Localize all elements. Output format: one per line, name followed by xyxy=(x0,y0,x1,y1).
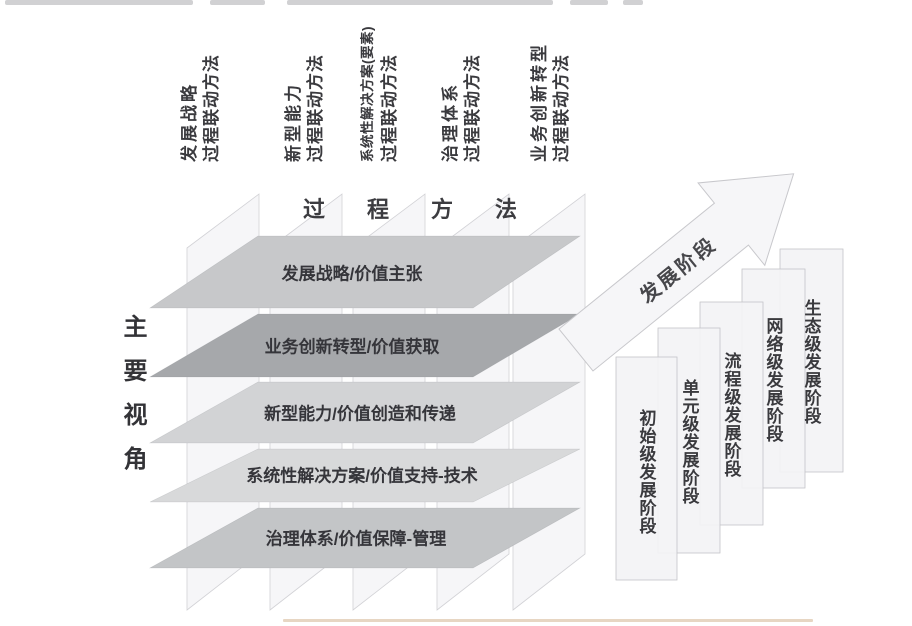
process-column-subtitle: 过程联动方法 xyxy=(306,54,325,162)
viewpoint-plane-5 xyxy=(148,507,582,569)
process-column-subtitle: 过程联动方法 xyxy=(380,54,399,162)
development-stage-arrow xyxy=(558,173,795,372)
plane-label-5: 治理体系/价值保障-管理 xyxy=(265,529,447,549)
process-column-title: 治理体系 xyxy=(441,82,460,162)
process-column-subtitle: 过程联动方法 xyxy=(202,54,221,162)
plane-label-2: 业务创新转型/价值获取 xyxy=(264,337,440,357)
process-column-title: 新型能力 xyxy=(284,82,303,162)
viewpoint-plane-4 xyxy=(149,448,581,503)
viewpoint-plane-2 xyxy=(148,313,582,378)
stage-bar-1 xyxy=(615,356,678,581)
viewpoint-plane-1 xyxy=(149,235,581,309)
process-sheet-5 xyxy=(512,193,586,611)
process-column-title: 业务创新转型 xyxy=(530,42,549,162)
cropped-text-remnant-top xyxy=(287,0,553,5)
cropped-text-remnant-top xyxy=(210,0,265,5)
process-method-header: 过程方法 xyxy=(303,197,560,222)
stage-label-3: 流程级发展阶段 xyxy=(721,352,741,478)
process-column-label-4: 治理体系 过程联动方法 xyxy=(440,54,484,162)
plane-label-4: 系统性解决方案/价值支持-技术 xyxy=(246,466,478,486)
stage-label-4: 网络级发展阶段 xyxy=(763,317,783,443)
main-viewpoint-label: 主要视角 xyxy=(119,314,146,490)
cropped-caption-bottom xyxy=(283,619,813,622)
cropped-text-remnant-top xyxy=(623,0,643,5)
viewpoint-plane-3 xyxy=(148,381,582,444)
stage-label-2: 单元级发展阶段 xyxy=(679,379,699,505)
process-column-title: 系统性解决方案(要素) xyxy=(360,26,375,162)
process-column-label-1: 发展战略 过程联动方法 xyxy=(179,54,223,162)
process-column-subtitle: 过程联动方法 xyxy=(552,54,571,162)
plane-label-3: 新型能力/价值创造和传递 xyxy=(264,404,456,424)
process-column-title: 发展战略 xyxy=(180,82,199,162)
process-column-subtitle: 过程联动方法 xyxy=(463,54,482,162)
stage-label-5: 生态级发展阶段 xyxy=(801,299,821,425)
process-column-label-3: 系统性解决方案(要素) 过程联动方法 xyxy=(357,26,401,162)
cropped-text-remnant-top xyxy=(5,0,193,5)
process-column-label-2: 新型能力 过程联动方法 xyxy=(283,54,327,162)
cropped-text-remnant-top xyxy=(570,0,608,5)
stage-label-1: 初始级发展阶段 xyxy=(636,409,656,535)
plane-label-1: 发展战略/价值主张 xyxy=(281,264,423,284)
process-column-label-5: 业务创新转型 过程联动方法 xyxy=(529,42,573,162)
